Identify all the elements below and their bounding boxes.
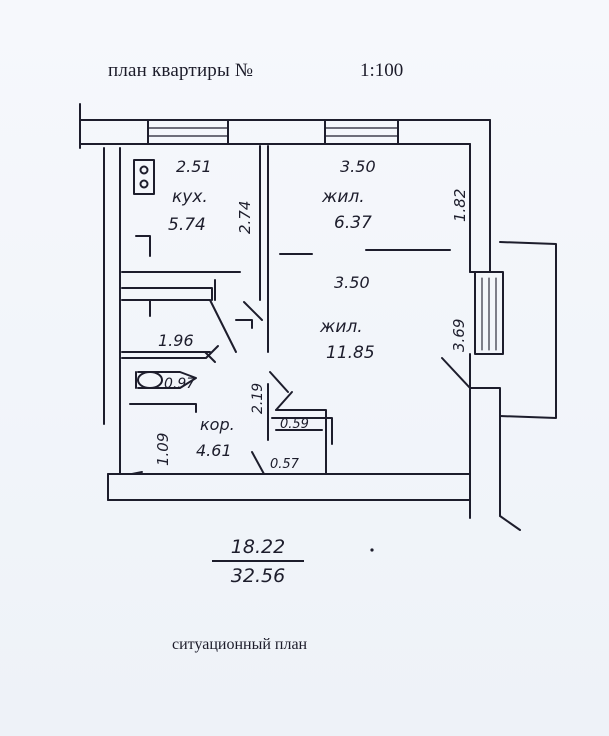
kitchen-area: 5.74	[168, 215, 206, 235]
living1-height: 1.82	[451, 189, 469, 222]
window-living1	[324, 119, 399, 145]
living-area-total: 18.22	[212, 536, 304, 562]
kitchen-sink	[135, 235, 151, 257]
plan-title: план квартиры №	[108, 60, 254, 81]
closet-size: 0.59	[280, 417, 309, 432]
outer-top-wall	[79, 119, 491, 123]
kitchen-width: 2.51	[176, 157, 212, 176]
living1-area: 6.37	[334, 213, 372, 233]
kitchen-height: 2.74	[236, 201, 254, 234]
corridor-area: 4.61	[196, 441, 232, 460]
situational-plan-label: ситуационный план	[172, 636, 308, 653]
living2-height: 3.69	[450, 319, 468, 352]
living2-width: 3.50	[334, 273, 370, 292]
bath-sink	[135, 299, 151, 317]
toilet	[137, 371, 163, 389]
corridor-bottom: 0.57	[270, 457, 300, 472]
corridor-height-left: 1.09	[154, 433, 172, 466]
wc-width: 0.97	[164, 376, 195, 392]
plan-scale: 1:100	[360, 60, 404, 81]
kitchen-label: кух.	[172, 187, 208, 207]
living2-label: жил.	[319, 317, 363, 337]
bath-width: 1.96	[158, 331, 194, 350]
living2-area: 11.85	[326, 343, 375, 363]
corridor-height-mid: 2.19	[250, 383, 266, 414]
stove	[133, 159, 155, 195]
window-kitchen	[147, 119, 229, 145]
area-summary: 18.22 32.56	[212, 536, 304, 587]
total-area: 32.56	[230, 565, 286, 587]
corridor-label: кор.	[200, 415, 235, 434]
living1-width: 3.50	[340, 157, 376, 176]
window-living2	[474, 271, 504, 355]
living1-label: жил.	[321, 187, 365, 207]
